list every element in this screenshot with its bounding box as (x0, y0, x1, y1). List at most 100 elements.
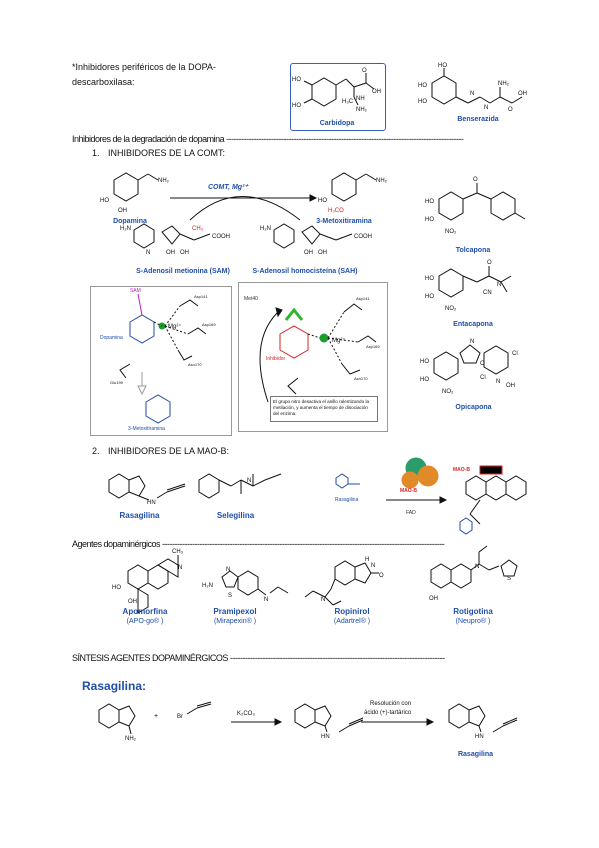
section-sintesis-heading: SÍNTESIS AGENTES DOPAMINÉRGICOS --------… (72, 653, 445, 663)
maob-mech-enzyme: MAO-B (400, 488, 417, 494)
synthesis-scheme: NH₂ Br HN HN (98, 701, 518, 742)
synthesis-plus: + (154, 713, 159, 720)
svg-text:N: N (496, 379, 500, 385)
rasagilina-label: Rasagilina (119, 511, 160, 520)
svg-text:OH: OH (518, 91, 527, 97)
svg-text:OH: OH (166, 250, 175, 256)
svg-text:NO₂: NO₂ (445, 306, 457, 312)
benserazida-label: Benserazida (457, 116, 499, 123)
svg-text:HO: HO (292, 77, 301, 83)
svg-text:HO: HO (425, 276, 434, 282)
svg-text:NH₂: NH₂ (125, 736, 137, 742)
svg-text:O: O (487, 260, 492, 266)
svg-text:Glu199: Glu199 (110, 380, 124, 385)
svg-text:N: N (497, 282, 501, 288)
svg-text:OH: OH (118, 208, 127, 214)
agonist-2-name: Ropinirol (334, 607, 370, 616)
svg-text:HO: HO (100, 198, 109, 204)
svg-text:N: N (321, 597, 325, 603)
intro-line1: *Inhibidores periféricos de la DOPA- (72, 62, 216, 72)
comt-mechanism-left-drawing: Mg²⁺ Asp141 Asp169 Asn170 Glu199 (110, 293, 216, 424)
svg-text:NH₂: NH₂ (498, 81, 510, 87)
svg-text:H₂N: H₂N (260, 226, 271, 232)
svg-text:NO₂: NO₂ (445, 229, 457, 235)
svg-text:O: O (480, 361, 485, 367)
svg-text:HO: HO (318, 198, 327, 204)
svg-text:HO: HO (292, 103, 301, 109)
svg-text:Asn170: Asn170 (188, 362, 202, 367)
svg-text:NH₂: NH₂ (376, 178, 388, 184)
svg-text:NH₂: NH₂ (356, 107, 368, 113)
svg-text:OH: OH (304, 250, 313, 256)
opicapona-label: Opicapona (455, 404, 492, 411)
svg-text:HN: HN (321, 734, 330, 740)
svg-text:Asp141: Asp141 (356, 296, 370, 301)
svg-text:CN: CN (483, 290, 492, 296)
comt-heading-number: 1. (92, 148, 100, 158)
svg-text:H₃CO: H₃CO (328, 208, 344, 214)
agonist-1-brand: (Mirapexin® ) (213, 618, 257, 625)
mech-right-met: Met40 (244, 296, 258, 302)
svg-text:OH: OH (180, 250, 189, 256)
svg-text:Asp169: Asp169 (366, 344, 380, 349)
section-agonistas-heading: Agentes dopaminérgicos -----------------… (72, 539, 445, 549)
svg-text:HN: HN (147, 500, 156, 506)
agonist-2-brand: (Adartrel® ) (333, 618, 371, 625)
svg-text:Cl: Cl (480, 375, 486, 381)
comt-heading: INHIBIDORES DE LA COMT: (108, 148, 226, 158)
metoxitiramina-label: 3-Metoxitiramina (316, 218, 372, 225)
agonist-1-name: Pramipexol (213, 607, 257, 616)
synthesis-title: Rasagilina: (82, 679, 147, 693)
comt-enzyme-label: COMT, Mg²⁺ (208, 184, 249, 191)
svg-text:H₂N: H₂N (202, 583, 213, 589)
svg-text:N: N (371, 563, 375, 569)
svg-text:CH₃: CH₃ (172, 549, 184, 555)
svg-text:N: N (475, 564, 479, 570)
rasagilina-structure: HN (108, 473, 186, 506)
mech-left-product: 3-Metoxitiramina (128, 426, 165, 432)
svg-text:O: O (362, 68, 367, 74)
mech-left-dopamina: Dopamina (100, 335, 123, 341)
svg-text:HO: HO (420, 377, 429, 383)
svg-text:Asn170: Asn170 (354, 376, 368, 381)
agonist-0-name: Apomorfina (122, 607, 168, 616)
svg-text:OH: OH (318, 250, 327, 256)
entacapona-structure: HO HO O N CN NO₂ (425, 260, 512, 312)
svg-text:HO: HO (418, 83, 427, 89)
svg-text:HO: HO (425, 294, 434, 300)
svg-text:COOH: COOH (354, 234, 372, 240)
synthesis-product-label: Rasagilina (457, 751, 493, 758)
svg-text:Asp141: Asp141 (194, 294, 208, 299)
maob-mech-fad: FAD (406, 510, 416, 516)
section-degradacion-heading: Inhibidores de la degradación de dopamin… (72, 134, 464, 144)
sam-label: S-Adenosil metionina (SAM) (136, 268, 230, 275)
tolcapona-label: Tolcapona (455, 247, 491, 254)
svg-text:NO₂: NO₂ (442, 389, 454, 395)
svg-text:O: O (473, 177, 478, 183)
agonist-3-brand: (Neupro® ) (455, 618, 491, 625)
svg-text:N: N (470, 339, 474, 345)
mech-right-inhibitor: Inhibidor (266, 356, 286, 362)
svg-text:N: N (226, 567, 230, 573)
sah-label: S-Adenosil homocisteína (SAH) (252, 268, 358, 275)
maob-heading-number: 2. (92, 446, 100, 456)
svg-text:HO: HO (418, 99, 427, 105)
svg-text:Cl: Cl (512, 351, 518, 357)
agonist-3-name: Rotigotina (453, 607, 493, 616)
svg-text:NH: NH (356, 96, 365, 102)
svg-text:N: N (178, 565, 182, 571)
svg-text:O: O (379, 573, 384, 579)
svg-text:HO: HO (112, 585, 121, 591)
carbidopa-label: Carbidopa (319, 120, 355, 127)
svg-text:N: N (264, 597, 268, 603)
selegilina-structure: N (198, 473, 282, 499)
svg-text:N: N (247, 478, 251, 484)
svg-text:N: N (470, 91, 474, 97)
comt-mechanism-left-panel (90, 286, 232, 436)
selegilina-label: Selegilina (216, 511, 255, 520)
